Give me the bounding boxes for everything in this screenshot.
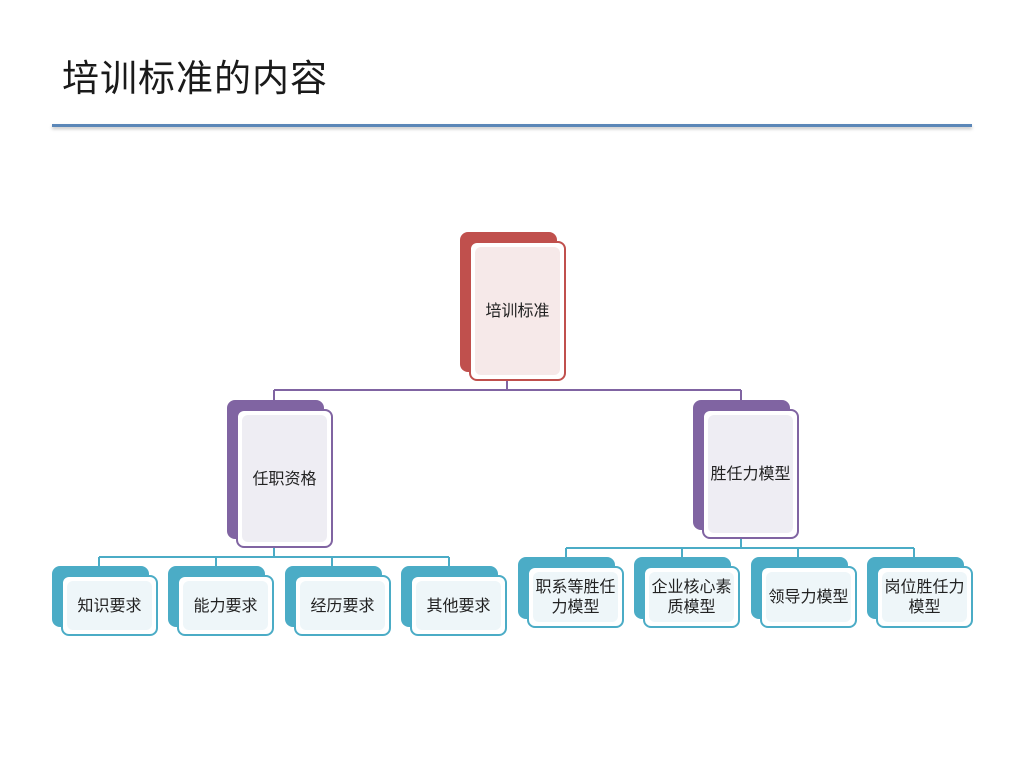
branch-node-qualifications: 任职资格: [227, 400, 333, 548]
leaf-node-label: 领导力模型: [768, 587, 849, 606]
leaf-node-leadership-model: 领导力模型: [751, 557, 857, 628]
leaf-node-label: 能力要求: [193, 595, 258, 615]
leaf-node-label: 岗位胜任力模型: [884, 577, 965, 616]
root-connector: [273, 380, 742, 400]
leaf-node-core-quality-model: 企业核心素质模型: [634, 557, 740, 628]
left-branch-connector: [98, 547, 450, 566]
branch-node-competency-model: 胜任力模型: [693, 400, 799, 539]
leaf-node-ability: 能力要求: [168, 566, 274, 636]
leaf-node-label: 经历要求: [310, 595, 375, 615]
leaf-node-knowledge: 知识要求: [52, 566, 158, 636]
branch-node-label: 任职资格: [252, 468, 317, 488]
leaf-node-label: 职系等胜任力模型: [535, 577, 616, 616]
leaf-node-other: 其他要求: [401, 566, 507, 636]
branch-node-label: 胜任力模型: [710, 464, 791, 483]
leaf-node-label: 其他要求: [426, 595, 491, 615]
right-branch-connector: [565, 538, 915, 557]
root-node: 培训标准: [460, 232, 566, 381]
leaf-node-label: 企业核心素质模型: [651, 577, 732, 616]
leaf-node-experience: 经历要求: [285, 566, 391, 636]
title-divider: [52, 124, 972, 127]
leaf-node-label: 知识要求: [77, 595, 142, 615]
root-node-label: 培训标准: [485, 301, 550, 320]
leaf-node-job-family-model: 职系等胜任力模型: [518, 557, 624, 628]
page-title: 培训标准的内容: [62, 57, 328, 100]
leaf-node-position-competency-model: 岗位胜任力模型: [867, 557, 973, 628]
